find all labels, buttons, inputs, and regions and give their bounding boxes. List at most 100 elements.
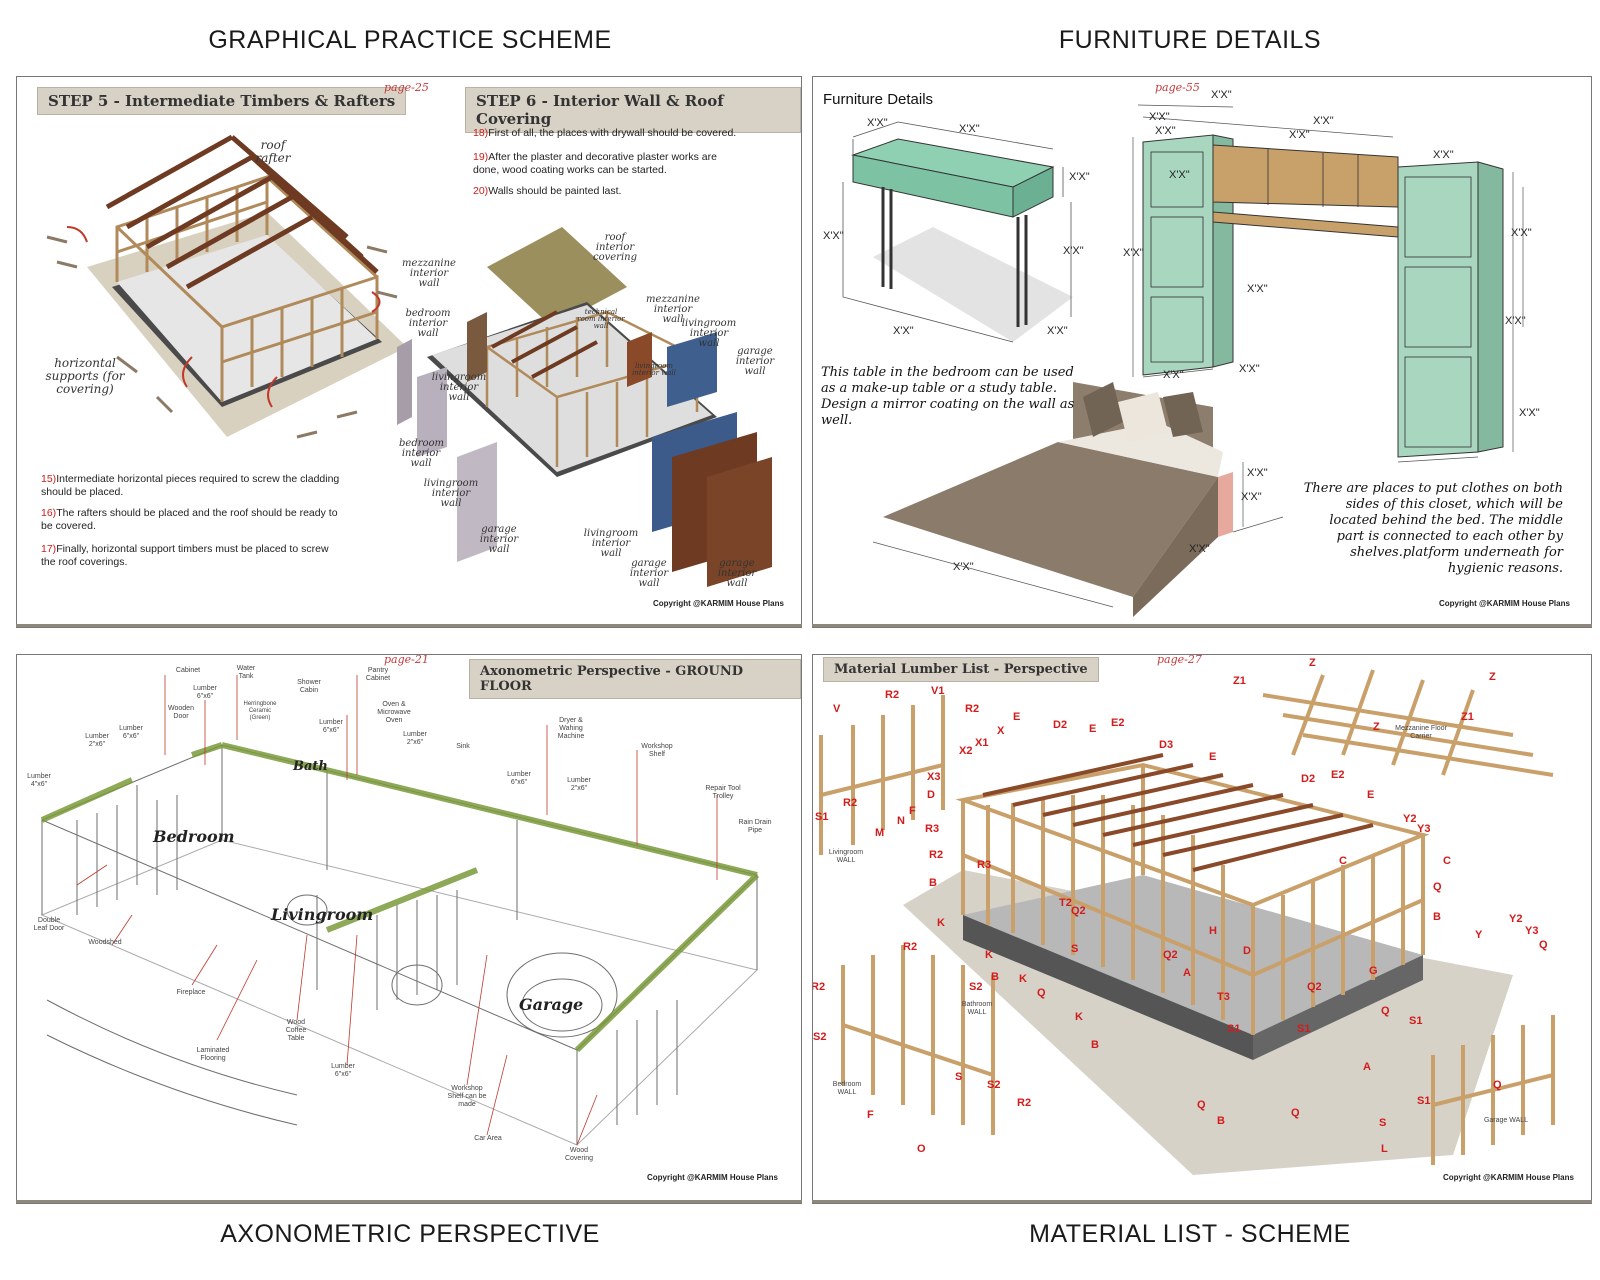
label-mezzanine-wall-b: mezzanine interior wall [646, 294, 700, 325]
callout-repair-trolley: Repair Tool Trolley [705, 785, 741, 800]
callout-lumber-6x6-c: Lumber 6"x6" [319, 719, 343, 734]
code-label: V [833, 703, 841, 715]
callout-fireplace: Fireplace [176, 989, 206, 996]
code-label: B [1217, 1115, 1225, 1127]
code-label: S1 [1409, 1015, 1423, 1027]
callout-pantry-cabinet: Pantry Cabinet [365, 667, 391, 682]
dim-bed-a: X'X" [1247, 467, 1268, 479]
code-label: L [1381, 1143, 1388, 1155]
code-label: T3 [1217, 991, 1230, 1003]
callout-lumber-6x6-e: Lumber 6"x6" [331, 1063, 355, 1078]
dim-closet-l: X'X" [1163, 369, 1184, 381]
wall-label-bathroom: Bathroom WALL [961, 1001, 993, 1016]
panel-practice-scheme: STEP 5 - Intermediate Timbers & Rafters … [16, 76, 802, 628]
code-label: S [955, 1071, 963, 1083]
callout-double-leaf-door: Double Leaf Door [33, 917, 65, 932]
code-label: H [1209, 925, 1217, 937]
panel-axonometric-edge [16, 1200, 802, 1203]
callout-lumber-2x6-c: Lumber 2"x6" [567, 777, 591, 792]
code-label: Q2 [1071, 905, 1086, 917]
code-label: S1 [1227, 1023, 1241, 1035]
label-bedroom-wall-a: bedroom interior wall [405, 308, 451, 339]
label-livingroom-wall-d: livingroom interior wall [423, 478, 479, 509]
copyright: Copyright @KARMIM House Plans [1443, 1173, 1574, 1182]
room-bedroom: Bedroom [153, 827, 235, 846]
callout-water-tank: Water Tank [236, 665, 256, 680]
dim-closet-i: X'X" [1511, 227, 1532, 239]
label-livingroom-wall-b: livingroom interior wall [431, 372, 487, 403]
panel-practice-edge [16, 624, 802, 627]
table-note: This table in the bedroom can be used as… [821, 365, 1075, 428]
label-roof-interior-covering: roof interior covering [592, 232, 637, 263]
code-label: F [867, 1109, 874, 1121]
step6-title: STEP 6 - Interior Wall & Roof Covering [465, 87, 801, 133]
code-label: B [991, 971, 999, 983]
code-label: Y [1475, 929, 1483, 941]
code-label: A [1363, 1061, 1371, 1073]
callout-lumber-6x6-b: Lumber 6"x6" [119, 725, 143, 740]
code-label: Q [1381, 1005, 1390, 1017]
room-garage: Garage [519, 995, 584, 1014]
code-label: Y3 [1417, 823, 1431, 835]
dim-bed-c: X'X" [1189, 543, 1210, 555]
code-label: Q [1291, 1107, 1300, 1119]
code-label: Z1 [1461, 711, 1474, 723]
dim-closet-c: X'X" [1313, 115, 1334, 127]
code-label: S1 [815, 811, 829, 823]
code-label: D [927, 789, 935, 801]
callout-lumber-4x6: Lumber 4"x6" [27, 773, 51, 788]
axonometric-title: Axonometric Perspective - GROUND FLOOR [469, 659, 801, 699]
dim-closet-m: X'X" [1239, 363, 1260, 375]
dim-closet-a: X'X" [1211, 89, 1232, 101]
material-illustration [819, 669, 1555, 1175]
code-label: Y2 [1403, 813, 1417, 825]
dim-closet-k: X'X" [1505, 315, 1526, 327]
panel-furniture-edge [812, 624, 1592, 627]
code-label: S2 [969, 981, 983, 993]
code-label: D [1243, 945, 1251, 957]
step6-item-19: 19)After the plaster and decorative plas… [473, 151, 717, 176]
dim-closet-f: X'X" [1433, 149, 1454, 161]
panel-furniture-details: Furniture Details page-55 X'X" X'X" X'X"… [812, 76, 1592, 628]
callout-coffee-table: Wood Coffee Table [285, 1019, 307, 1042]
code-label: S1 [1417, 1095, 1431, 1107]
callout-workshop-shelf-made: Workshop Shelf can be made [447, 1085, 487, 1108]
callout-lumber-2x6-a: Lumber 2"x6" [85, 733, 109, 748]
code-label: Z [1373, 721, 1380, 733]
label-garage-wall-b: garage interior wall [479, 524, 519, 555]
code-label: Z1 [1233, 675, 1246, 687]
callout-shower-cabin: Shower Cabin [297, 679, 321, 694]
code-label: R2 [885, 689, 900, 701]
page-number: page-25 [384, 81, 429, 94]
material-title: Material Lumber List - Perspective [823, 657, 1099, 682]
code-label: V1 [931, 685, 945, 697]
dim-closet-b: X'X" [1149, 111, 1170, 123]
code-label: C [1339, 855, 1347, 867]
heading-furniture: FURNITURE DETAILS [1058, 26, 1322, 54]
code-label: B [929, 877, 937, 889]
callout-workshop-shelf: Workshop Shelf [641, 743, 673, 758]
code-label: G [1369, 965, 1378, 977]
step5-title: STEP 5 - Intermediate Timbers & Rafters [37, 87, 407, 115]
code-label: S2 [813, 1031, 827, 1043]
callout-oven: Oven & Microwave Oven [377, 701, 411, 724]
closet-note: There are places to put clothes on both … [1303, 481, 1563, 576]
code-label: S1 [1297, 1023, 1311, 1035]
panel-axonometric: page-21 Axonometric Perspective - GROUND… [16, 654, 802, 1204]
code-label: Q [1197, 1099, 1206, 1111]
dim-closet-j: X'X" [1247, 283, 1268, 295]
callout-cabinet: Cabinet [175, 667, 201, 674]
room-bath: Bath [293, 759, 328, 774]
code-label: Q2 [1307, 981, 1322, 993]
label-livingroom-wall-c: livingroom interior wall [632, 362, 676, 377]
code-label: X1 [975, 737, 989, 749]
code-label: F [909, 805, 916, 817]
dim-closet-n: X'X" [1519, 407, 1540, 419]
code-label: O [917, 1143, 926, 1155]
practice-illustration [46, 134, 772, 587]
dim-table-leg: X'X" [1047, 325, 1068, 337]
code-label: T2 [1059, 897, 1072, 909]
label-garage-wall-c: garage interior wall [629, 558, 669, 589]
code-label: Q2 [1163, 949, 1178, 961]
panel-material-list: page-27 Material Lumber List - Perspecti… [812, 654, 1592, 1204]
